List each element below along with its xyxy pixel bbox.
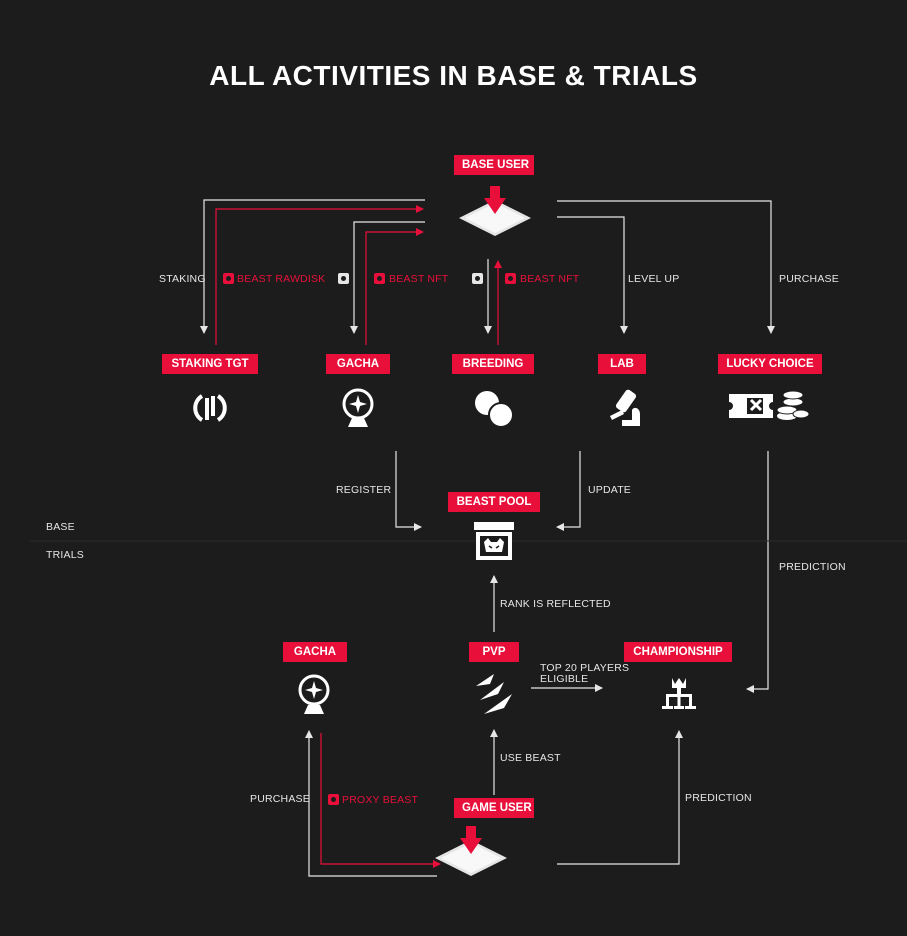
node-lucky-choice: LUCKY CHOICE — [718, 354, 822, 374]
label-proxy-beast: PROXY BEAST — [342, 794, 419, 806]
label-level-up: LEVEL UP — [628, 273, 680, 285]
label-rank-reflected: RANK IS REFLECTED — [500, 598, 611, 610]
ticket-coins-icon — [729, 390, 810, 420]
label-purchase-bottom: PURCHASE — [250, 793, 310, 805]
label-prediction-right: PREDICTION — [779, 561, 846, 573]
node-gacha-bottom: GACHA — [283, 642, 347, 662]
label-use-beast: USE BEAST — [500, 752, 561, 764]
node-pvp: PVP — [469, 642, 519, 662]
node-gacha-top: GACHA — [326, 354, 390, 374]
beast-box-icon — [474, 522, 514, 560]
staking-icon — [193, 394, 227, 422]
label-purchase-top: PURCHASE — [779, 273, 839, 285]
bracket-crown-icon — [662, 678, 696, 709]
label-beast-nft-gacha: BEAST NFT — [389, 273, 449, 285]
nft-chip-icon — [374, 273, 385, 284]
node-staking-tgt: STAKING TGT — [162, 354, 258, 374]
label-trials: TRIALS — [46, 549, 84, 561]
token-chip-icon — [472, 273, 483, 284]
token-chip-icon — [338, 273, 349, 284]
nft-chip-icon — [505, 273, 516, 284]
label-staking: STAKING — [159, 273, 206, 285]
rawdisk-chip-icon — [223, 273, 234, 284]
page-title: ALL ACTIVITIES IN BASE & TRIALS — [209, 60, 698, 91]
node-base-user: BASE USER — [454, 155, 534, 175]
label-beast-rawdisk: BEAST RAWDISK — [237, 273, 326, 285]
node-lab: LAB — [598, 354, 646, 374]
node-breeding: BREEDING — [452, 354, 534, 374]
gacha-orb-icon — [298, 674, 330, 714]
gacha-orb-icon — [342, 388, 374, 427]
breeding-circles-icon — [475, 391, 514, 428]
microscope-icon — [610, 389, 640, 426]
label-top-20: TOP 20 PLAYERS ELIGIBLE — [540, 662, 630, 685]
proxy-beast-chip-icon — [328, 794, 339, 805]
node-game-user: GAME USER — [454, 798, 534, 818]
label-beast-nft-breeding: BEAST NFT — [520, 273, 580, 285]
label-base: BASE — [46, 521, 75, 533]
label-register: REGISTER — [336, 484, 392, 496]
diamond-platform-icon — [435, 826, 507, 876]
label-prediction-bottom: PREDICTION — [685, 792, 752, 804]
label-update: UPDATE — [588, 484, 632, 496]
node-championship: CHAMPIONSHIP — [624, 642, 732, 662]
claw-slash-icon — [476, 674, 512, 714]
diamond-platform-icon — [459, 186, 531, 236]
node-beast-pool: BEAST POOL — [448, 492, 540, 512]
